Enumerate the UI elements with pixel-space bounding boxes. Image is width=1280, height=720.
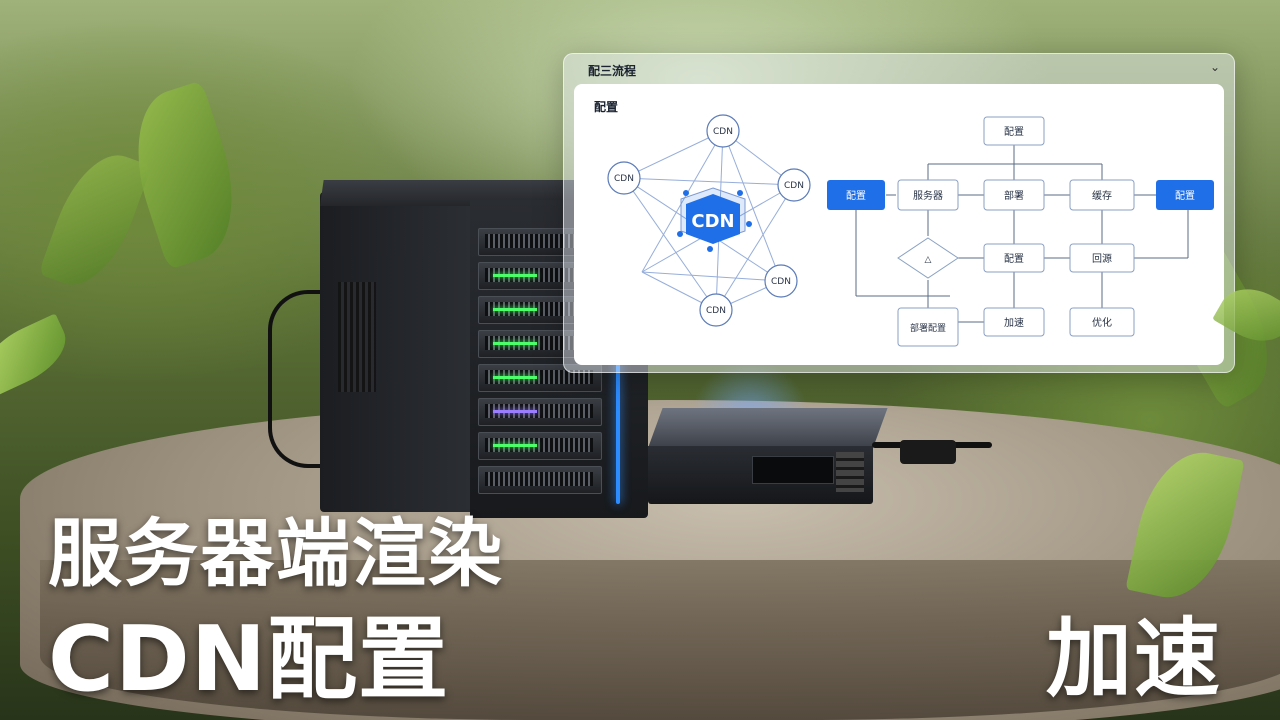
drive-bay <box>478 364 602 392</box>
node-label: CDN <box>706 306 726 316</box>
flow-label: 配置 <box>1175 190 1195 202</box>
canvas-title: 配置 <box>594 100 619 114</box>
drive-bay <box>478 398 602 426</box>
flow-box <box>1069 179 1135 211</box>
flow-label: 部署配置 <box>910 322 946 334</box>
nas-side-panel <box>320 192 470 512</box>
flow-label: 部署 <box>1004 189 1024 202</box>
flow-label: 加速 <box>1004 317 1024 329</box>
flow-box <box>1069 307 1135 337</box>
diagram-canvas: 配置 <box>574 84 1224 365</box>
network-node <box>699 293 733 327</box>
flow-label: △ <box>925 255 932 265</box>
flow-box <box>983 243 1045 273</box>
projector-device <box>648 408 888 504</box>
device-display <box>752 456 834 484</box>
flow-decision <box>897 237 959 279</box>
flow-box <box>897 307 959 347</box>
device-front <box>648 446 873 504</box>
drive-bay <box>478 432 602 460</box>
flow-box <box>983 179 1045 211</box>
cdn-hub <box>686 194 740 244</box>
device-plug <box>900 440 956 464</box>
flow-label: 服务器 <box>913 189 943 202</box>
flow-label: 回源 <box>1092 252 1112 265</box>
flow-box-primary <box>1156 180 1214 210</box>
network-node <box>764 264 798 298</box>
flow-label: 缓存 <box>1092 189 1112 202</box>
flow-box <box>1069 243 1135 273</box>
network-node <box>706 114 740 148</box>
node-label: CDN <box>784 181 804 191</box>
headline-line-3: 加速 <box>1046 609 1222 709</box>
node-label: CDN <box>771 277 791 287</box>
drive-bay <box>478 466 602 494</box>
device-keypad <box>836 452 864 492</box>
network-node <box>607 161 641 195</box>
node-label: CDN <box>713 127 733 137</box>
chevron-down-icon[interactable]: ⌄ <box>1209 60 1220 74</box>
flow-label: 配置 <box>1004 126 1024 138</box>
cdn-hub-label: CDN <box>691 211 734 232</box>
window-title: 配三流程 <box>588 64 637 78</box>
flow-label: 配置 <box>846 190 866 202</box>
network-node <box>777 168 811 202</box>
hologram-window: 配三流程 ⌄ 配置 <box>563 53 1235 373</box>
headline-line-2: CDN配置 <box>48 607 450 712</box>
flow-box <box>897 179 959 211</box>
stone-table-edge <box>40 560 1280 720</box>
flow-label: 优化 <box>1092 316 1112 329</box>
nas-vent <box>338 282 376 392</box>
flow-box <box>983 116 1045 146</box>
flow-label: 配置 <box>1004 253 1024 265</box>
device-top <box>648 408 888 448</box>
headline-line-1: 服务器端渲染 <box>48 511 504 597</box>
node-label: CDN <box>614 174 634 184</box>
cdn-diagram: CDN CDN CDN CDN CDN CDN <box>607 114 1214 347</box>
flow-box <box>983 307 1045 337</box>
flow-box-primary <box>827 180 885 210</box>
power-cable <box>268 290 332 468</box>
